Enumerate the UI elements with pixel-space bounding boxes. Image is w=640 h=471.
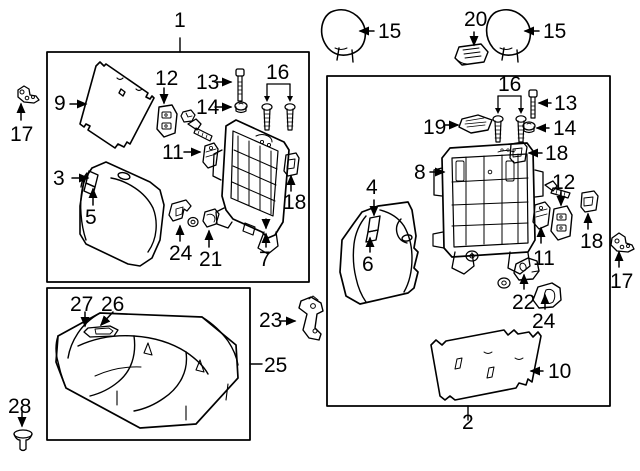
part-17-seat-hinge-right: [610, 232, 635, 253]
callout-18-right-upper: 18: [545, 142, 569, 165]
callout-11-right: 11: [533, 247, 555, 270]
callout-27: 27: [70, 293, 94, 316]
part-14-nut-right: [522, 121, 536, 134]
callout-19: 19: [423, 116, 447, 139]
callout-16-left: 16: [266, 61, 290, 84]
callout-16-right: 16: [498, 73, 522, 96]
callout-21: 21: [199, 248, 223, 271]
part-26-27-cushion-clips: [83, 325, 119, 338]
part-23-cushion-hinge-bracket: [298, 295, 324, 341]
assembly-box-1: [46, 51, 310, 283]
callout-26: 26: [101, 293, 125, 316]
part-13-bolt-long-left: [235, 68, 245, 102]
part-11-striker-pin-right: [532, 201, 551, 230]
leader-26: [99, 311, 114, 327]
callout-12-right: 12: [552, 171, 576, 194]
part-20-headrest-guide-cap: [454, 43, 489, 66]
part-6-seat-back-pad-right: [339, 201, 419, 305]
callout-9: 9: [54, 92, 66, 115]
callout-13-left: 13: [196, 71, 220, 94]
part-8-seat-back-frame-right: [432, 142, 544, 275]
callout-20: 20: [464, 8, 488, 31]
part-24-latch-cover-left: [168, 199, 192, 222]
callout-7: 7: [259, 248, 271, 271]
part-16-flange-bolts-left: [261, 83, 296, 131]
callout-5: 5: [85, 206, 97, 229]
part-washer-right-upper: [465, 250, 479, 262]
callout-25: 25: [264, 354, 288, 377]
callout-1: 1: [174, 9, 186, 32]
part-7-seat-back-frame-left: [212, 119, 290, 255]
callout-4: 4: [366, 176, 378, 199]
part-bolt-mid-right: [544, 180, 571, 199]
callout-28: 28: [8, 395, 32, 418]
part-15-headrest-right: [485, 8, 532, 63]
callout-24-left: 24: [169, 242, 193, 265]
callout-2: 2: [462, 411, 474, 434]
callout-17-left: 17: [10, 123, 34, 146]
callout-17-right: 17: [610, 270, 634, 293]
part-9-seat-back-board: [79, 61, 155, 149]
part-17-seat-hinge-left: [17, 85, 40, 104]
part-13-bolt-long-right: [528, 89, 538, 119]
part-24-latch-cover-right: [532, 282, 562, 309]
callout-15-left: 15: [378, 20, 402, 43]
part-19-trim-plug: [458, 114, 493, 134]
part-washer-right-lower: [497, 277, 511, 289]
callout-8: 8: [414, 161, 426, 184]
part-25-seat-cushion: [55, 312, 239, 429]
part-14-nut-left: [234, 101, 248, 114]
callout-23: 23: [259, 309, 283, 332]
part-10-seat-back-board-right: [430, 329, 542, 401]
part-22-pivot-bushing: [513, 257, 540, 281]
part-bolt-mid-left: [187, 118, 213, 142]
callout-14-right: 14: [553, 117, 577, 140]
part-16-flange-bolts-right: [492, 95, 527, 143]
part-12-hinge-bracket-right: [550, 205, 573, 241]
part-washer-left: [187, 216, 199, 228]
part-11-striker-pin-left: [202, 142, 219, 169]
leader-lines: [16, 26, 624, 428]
part-12-hinge-bracket-left: [156, 104, 178, 138]
callout-22: 22: [512, 291, 536, 314]
callout-3: 3: [53, 167, 65, 190]
callout-11-left: 11: [162, 141, 184, 164]
callout-12-left: 12: [155, 67, 179, 90]
callout-15-right: 15: [543, 20, 567, 43]
callout-6: 6: [362, 253, 374, 276]
part-28-push-rivet: [13, 429, 33, 452]
part-15-headrest-left: [320, 8, 367, 63]
part-21-bushing-left: [202, 208, 220, 228]
callout-13-right: 13: [554, 92, 578, 115]
callout-10: 10: [548, 360, 572, 383]
callout-14-left: 14: [196, 96, 220, 119]
part-18-headrest-guide-right-lower: [580, 190, 599, 213]
callout-24-right: 24: [532, 310, 556, 333]
callout-18-left: 18: [283, 191, 307, 214]
part-4-trim-clip-right: [365, 215, 381, 243]
callout-18-right-lower: 18: [580, 230, 604, 253]
part-18-headrest-guide-left: [283, 152, 300, 177]
